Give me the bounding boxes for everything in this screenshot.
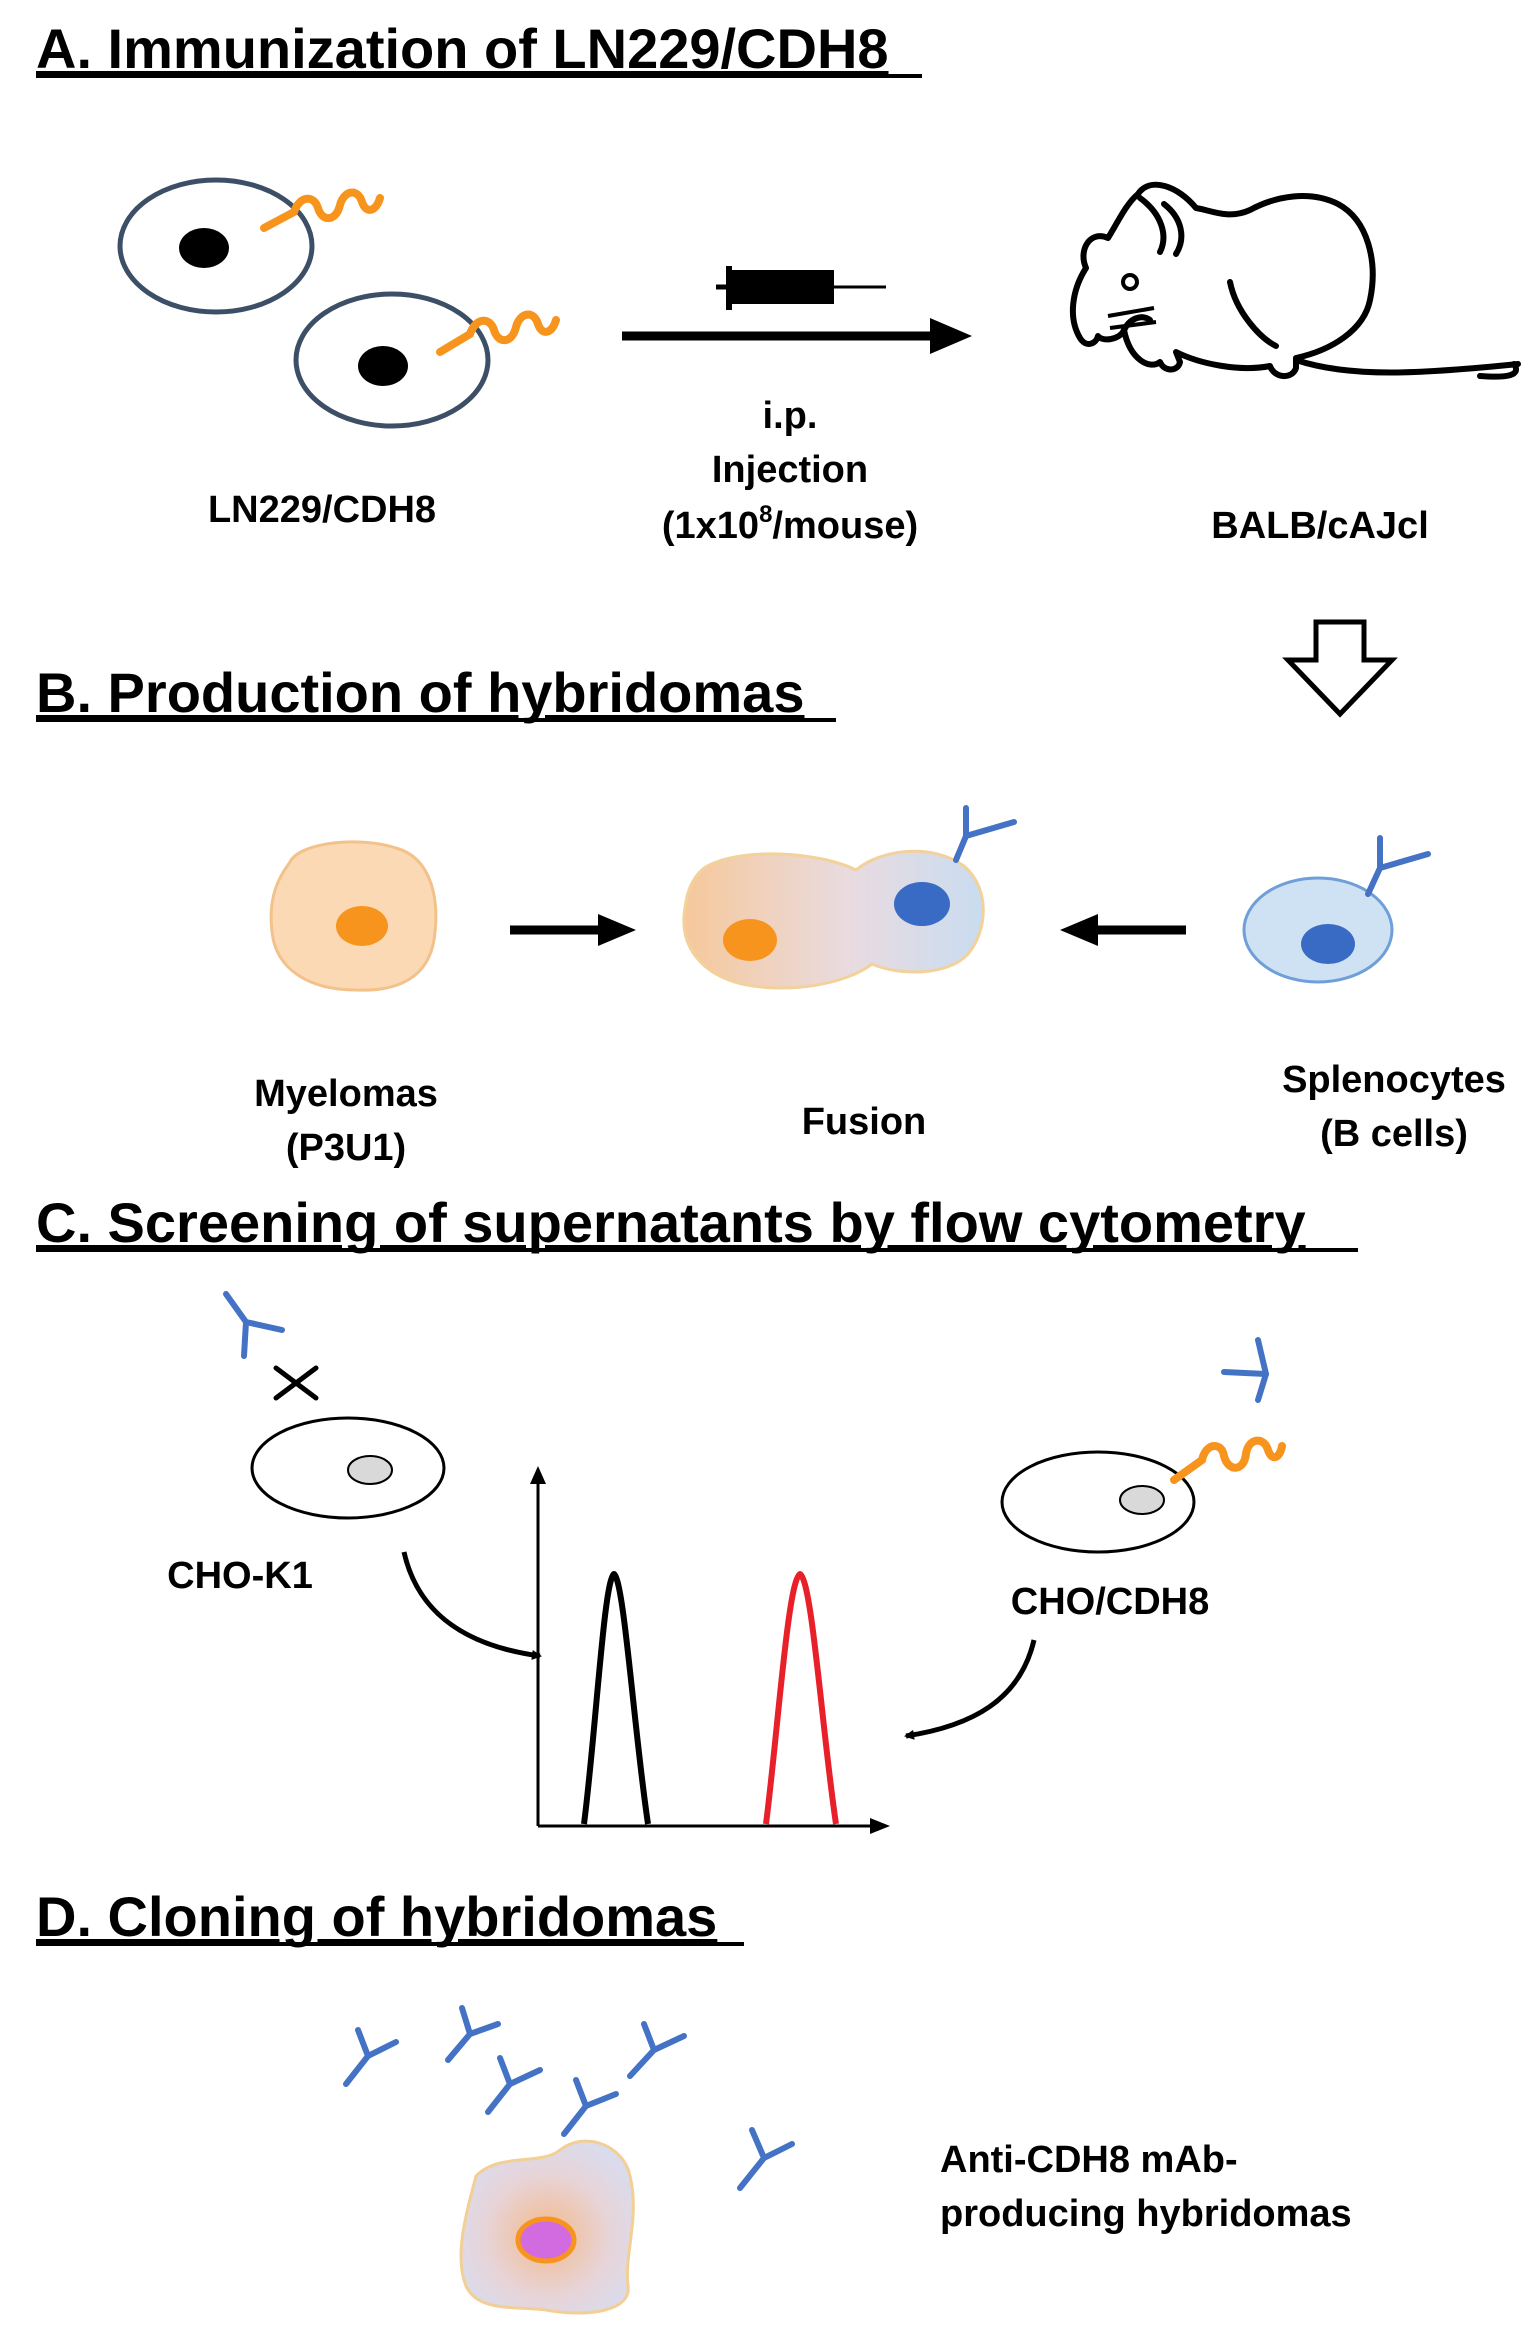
- section-b-title: B. Production of hybridomas: [36, 661, 804, 724]
- antibody-icon: [627, 2021, 687, 2079]
- cdh8-receptor: [1170, 1436, 1286, 1484]
- dose-label: (1x108/mouse): [662, 501, 918, 547]
- cho-cdh8-to-histogram-arrow: [904, 1639, 1037, 1740]
- section-a-title: A. Immunization of LN229/CDH8: [36, 17, 889, 80]
- bcell-to-fusion-arrow: [1060, 914, 1186, 946]
- hybridoma-clone-cell: [459, 2139, 635, 2315]
- b-cell: [1242, 835, 1431, 984]
- myeloma-cell: [269, 840, 438, 992]
- antibody-icon: [737, 2127, 795, 2191]
- cdh8-receptor: [260, 188, 384, 232]
- cdh8-receptor: [436, 310, 560, 356]
- mouse-icon: [1069, 181, 1521, 380]
- antibody-icon: [1221, 1337, 1270, 1403]
- antibody-icon: [561, 2077, 619, 2137]
- cho-k1-cell: [250, 1416, 446, 1520]
- syringe-icon: [716, 266, 886, 310]
- secreted-antibodies: [343, 2005, 795, 2191]
- antibody-icon: [1365, 835, 1431, 897]
- injection-arrow: [622, 318, 972, 354]
- cho-cdh8-cell: [1000, 1337, 1286, 1554]
- ln229-cell-1: [117, 177, 384, 315]
- cho-k1-peak: [581, 1571, 651, 1825]
- myelomas-label: Myelomas: [254, 1073, 438, 1115]
- cho-cdh8-peak: [763, 1571, 839, 1825]
- antibody-icon: [445, 2005, 501, 2063]
- flow-cytometry-histogram: [530, 1466, 890, 1834]
- injection-label: Injection: [712, 449, 868, 491]
- balb-label: BALB/cAJcl: [1211, 505, 1429, 547]
- p3u1-label: (P3U1): [286, 1127, 406, 1169]
- antibody-icon: [223, 1291, 285, 1359]
- fusion-cell: [682, 805, 1017, 990]
- ln229-cell-2: [293, 291, 560, 429]
- bcells-label: (B cells): [1320, 1113, 1468, 1155]
- cho-k1-to-histogram-arrow: [401, 1551, 542, 1660]
- cho-cdh8-label: CHO/CDH8: [1011, 1581, 1209, 1623]
- cho-k1-label: CHO-K1: [167, 1555, 313, 1597]
- down-arrow: [1282, 619, 1398, 718]
- mouse-face: [1107, 273, 1157, 330]
- ln229-label: LN229/CDH8: [208, 489, 436, 531]
- ip-label: i.p.: [763, 395, 818, 437]
- antibody-icon: [953, 805, 1017, 863]
- section-c-title: C. Screening of supernatants by flow cyt…: [36, 1191, 1306, 1254]
- antibody-icon: [485, 2055, 543, 2115]
- splenocytes-label: Splenocytes: [1282, 1059, 1506, 1101]
- myeloma-to-fusion-arrow: [510, 914, 636, 946]
- fusion-label: Fusion: [802, 1101, 927, 1143]
- anti-cdh8-label-line1: Anti-CDH8 mAb-: [940, 2139, 1238, 2181]
- anti-cdh8-label-line2: producing hybridomas: [940, 2193, 1352, 2235]
- section-d-title: D. Cloning of hybridomas: [36, 1885, 717, 1948]
- antibody-icon: [343, 2027, 399, 2087]
- no-binding-cross-icon: [273, 1365, 319, 1401]
